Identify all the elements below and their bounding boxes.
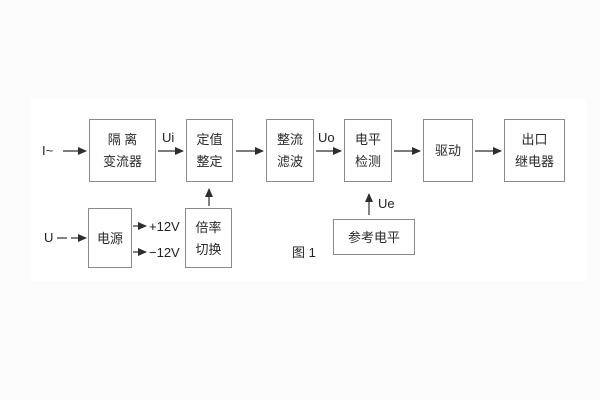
- signal-ue-label: Ue: [378, 196, 395, 211]
- signal-uo-label: Uo: [318, 130, 335, 145]
- block-reference-level: 参考电平: [333, 219, 415, 255]
- current-input-label: I~: [42, 143, 54, 158]
- figure-caption: 图 1: [292, 245, 316, 260]
- block-ratio-switch-line2: 切换: [195, 241, 222, 257]
- block-isolation-ct-line1: 隔 离: [107, 132, 138, 147]
- block-rectify-filter-line1: 整流: [276, 132, 303, 147]
- block-output-relay-line2: 继电器: [514, 154, 554, 169]
- block-power-supply-line1: 电源: [96, 230, 123, 246]
- block-rectify-filter-line2: 滤波: [276, 154, 303, 169]
- block-ratio-switch-line1: 倍率: [195, 219, 222, 235]
- plus12v-label: +12V: [149, 219, 180, 234]
- block-reference-level-line1: 参考电平: [347, 229, 400, 245]
- block-rectify-filter: 整流 滤波: [266, 119, 314, 182]
- block-power-supply: 电源: [88, 208, 132, 268]
- block-setting: 定值 整定: [186, 119, 233, 182]
- block-level-detect: 电平 检测: [344, 119, 392, 182]
- block-setting-line1: 定值: [196, 132, 223, 147]
- block-isolation-ct: 隔 离 变流器: [89, 119, 156, 182]
- block-isolation-ct-line2: 变流器: [102, 154, 142, 169]
- block-drive: 驱动: [423, 119, 473, 182]
- minus12v-label: −12V: [149, 245, 180, 260]
- block-setting-line2: 整定: [196, 154, 223, 169]
- block-drive-line1: 驱动: [434, 143, 461, 158]
- voltage-input-label: U: [44, 230, 54, 245]
- block-ratio-switch: 倍率 切换: [185, 208, 232, 268]
- block-level-detect-line1: 电平: [354, 132, 381, 147]
- block-output-relay-line1: 出口: [521, 132, 548, 147]
- block-output-relay: 出口 继电器: [504, 119, 565, 182]
- block-level-detect-line2: 检测: [354, 154, 381, 169]
- signal-ui-label: Ui: [162, 130, 175, 145]
